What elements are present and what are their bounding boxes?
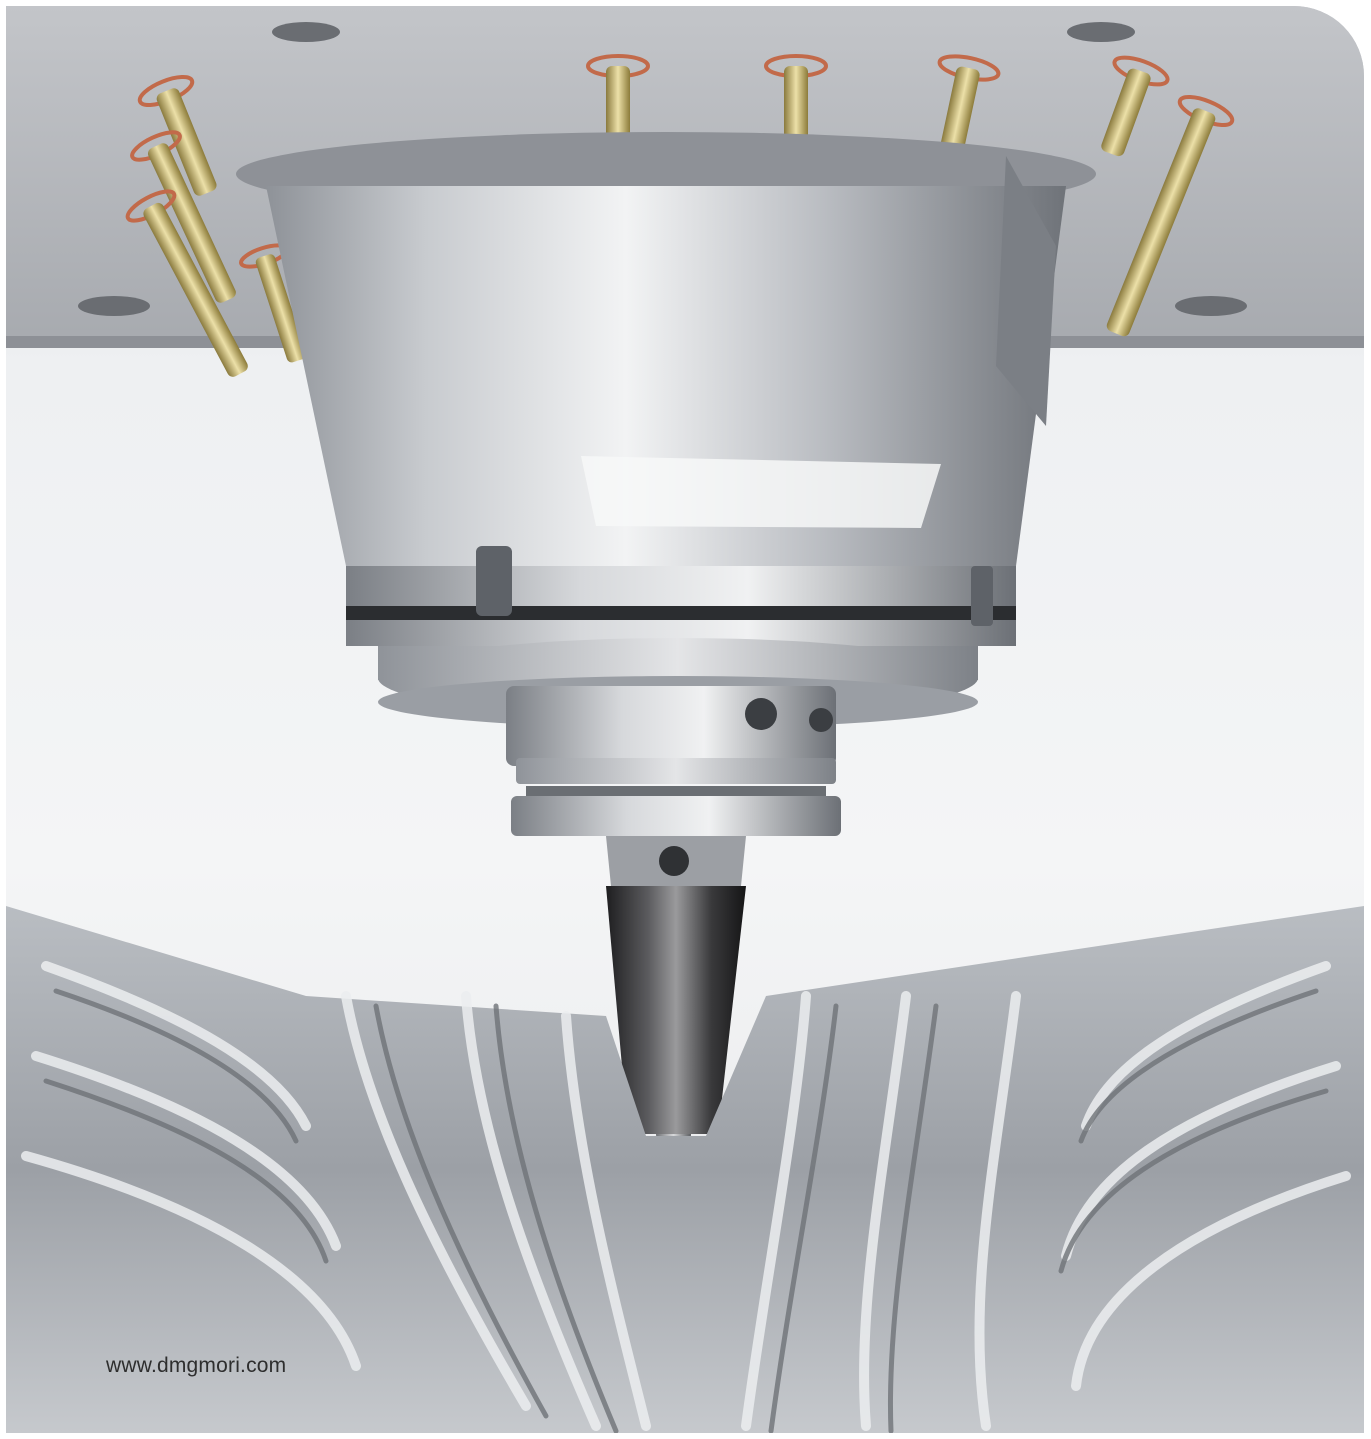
product-photo: [6, 6, 1364, 1433]
spindle-head: [236, 132, 1096, 646]
website-url-caption: www.dmgmori.com: [106, 1354, 287, 1377]
spindle-nose: [506, 686, 841, 836]
tool-holder: [606, 836, 746, 1134]
machined-workpiece: [6, 906, 1364, 1433]
